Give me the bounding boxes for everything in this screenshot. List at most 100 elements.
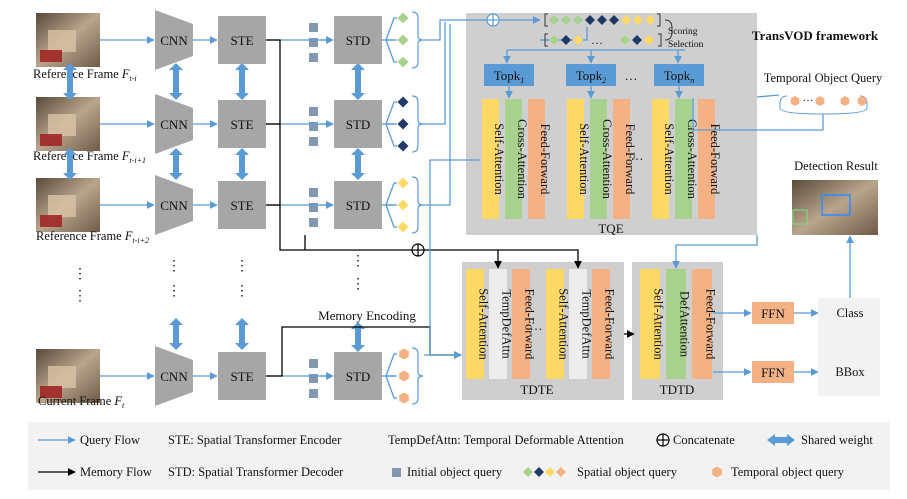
shared-weight-arrow — [351, 148, 365, 180]
shared-weight-head-down — [235, 173, 249, 180]
seq-bracket — [658, 33, 662, 47]
concat-query-diamond — [633, 15, 643, 25]
selection-label: Selection — [668, 40, 704, 50]
tdte-layer-3-box — [546, 269, 564, 379]
vertical-dots: ⋮ — [73, 267, 87, 282]
shared-weight-head-down — [235, 93, 249, 100]
output-panel — [818, 298, 880, 396]
legend-ste: STE: Spatial Transformer Encoder — [168, 433, 342, 447]
initial-query-square — [309, 188, 318, 197]
query-bracket-0 — [411, 11, 424, 69]
temporal-query-ellipsis: … — [803, 92, 814, 104]
shared-weight-shaft — [239, 324, 245, 344]
seq-bracket — [657, 13, 661, 27]
initial-query-square — [309, 203, 318, 212]
framework-title: TransVOD framework — [752, 28, 879, 43]
tdte-layer-3-label: Self-Attention — [557, 288, 571, 360]
seq-bracket — [544, 33, 548, 47]
legend-spatial-query-icon — [545, 467, 555, 477]
spatial-query-diamond — [397, 12, 409, 24]
ste-box — [218, 16, 266, 64]
initial-query-square — [309, 137, 318, 146]
spatial-query-diamond — [397, 56, 409, 68]
shared-weight-head-up — [235, 63, 249, 70]
tqe-cross-attention-1-box — [590, 99, 607, 219]
tqe-self-attention-1-label: Self-Attention — [577, 123, 591, 195]
tdte-layer-5-box — [592, 269, 610, 379]
ste-module-0: STE — [218, 16, 266, 64]
topk-box-0: Topk1 — [484, 64, 534, 86]
tqe-cross-attention-1: Cross-Attention — [590, 99, 614, 219]
tdte-layer-0-label: Self-Attention — [477, 288, 491, 360]
scoring-bracket — [664, 19, 673, 41]
frame-subject — [48, 30, 76, 52]
tqe-feed-forward-2: Feed-Forward — [698, 99, 722, 219]
legend-spatial-query: Spatial object query — [577, 465, 678, 479]
topk-box-2: Topkn — [654, 64, 704, 86]
tqe-layer-ellipsis: … — [631, 148, 644, 163]
legend-spatial-query-icon — [556, 467, 566, 477]
std-label: STD — [346, 369, 371, 384]
tdte-layer-4: TempDefAttn — [569, 269, 594, 379]
detection-result-image — [792, 180, 878, 235]
std-box — [334, 352, 382, 400]
frame-image-1 — [36, 97, 100, 151]
tqe-self-attention-0: Self-Attention — [482, 99, 506, 219]
legend-shared-weight: Shared weight — [801, 433, 873, 447]
selected-query-diamond — [632, 35, 642, 45]
tdtd-layer-0: Self-Attention — [640, 269, 666, 379]
tqe-self-attention-0-box — [482, 99, 499, 219]
vertical-dots: ⋮ — [235, 284, 249, 299]
tdte-layer-0-box — [466, 269, 484, 379]
legend-tempdefattn: TempDefAttn: Temporal Deformable Attenti… — [388, 433, 625, 447]
tdte-ellipsis: … — [530, 318, 543, 333]
tdtd-layer-0-box — [640, 269, 660, 379]
spatial-query-diamond — [397, 140, 409, 152]
tdte-layer-4-label: TempDefAttn — [580, 289, 594, 359]
legend-initial-query-icon — [392, 468, 401, 477]
query-branch — [385, 123, 397, 147]
shared-weight-head-down — [351, 345, 365, 352]
initial-query-square — [309, 374, 318, 383]
std-label: STD — [346, 33, 371, 48]
legend-memory-flow: Memory Flow — [80, 465, 152, 479]
legend-shared-weight-icon — [767, 434, 795, 446]
query-flow-line — [692, 98, 824, 131]
detection-box — [792, 209, 808, 225]
frame-subject — [48, 366, 76, 388]
frame-object — [40, 50, 62, 62]
temporal-query-hexagon — [840, 96, 850, 106]
tqe-cross-attention-0-label: Cross-Attention — [515, 119, 529, 200]
initial-query-square — [309, 38, 318, 47]
tqe-cross-attention-0: Cross-Attention — [505, 99, 529, 219]
tqe-label: TQE — [598, 221, 623, 236]
query-flow-line — [423, 22, 446, 125]
shared-weight-arrow — [351, 63, 365, 100]
temporal-query-hexagon — [399, 370, 409, 382]
shared-weight-shaft — [67, 69, 73, 94]
shared-weight-head-up — [351, 63, 365, 70]
legend-concat-icon — [656, 433, 670, 447]
spatial-query-diamond — [397, 96, 409, 108]
memory-flow-line — [266, 39, 412, 251]
query-flow-line — [756, 94, 780, 98]
shared-weight-shaft — [239, 69, 245, 94]
tqe-feed-forward-1-label: Feed-Forward — [623, 124, 637, 196]
tqe-feed-forward-1-box — [613, 99, 630, 219]
shared-weight-head-down — [169, 343, 183, 350]
legend-temporal-query: Temporal object query — [731, 465, 845, 479]
std-module-0: STD — [334, 16, 382, 64]
spatial-query-diamond — [397, 177, 409, 189]
frame-label-1: Reference Frame Ft-i+1 — [33, 149, 146, 165]
topk-rect — [654, 64, 704, 86]
scoring-label: Scoring — [668, 27, 698, 37]
shared-weight-head-down — [351, 173, 365, 180]
shared-weight-arrow — [235, 318, 249, 350]
frame-object — [40, 215, 62, 227]
concat-query-diamond — [561, 15, 571, 25]
tdtd-layer-1-label: DefAttention — [678, 291, 692, 358]
shared-weight-arrow — [169, 148, 183, 180]
topk-rect — [484, 64, 534, 86]
selected-query-diamond — [644, 35, 654, 45]
tdte-layer-5-label: Feed-Forward — [603, 289, 617, 361]
